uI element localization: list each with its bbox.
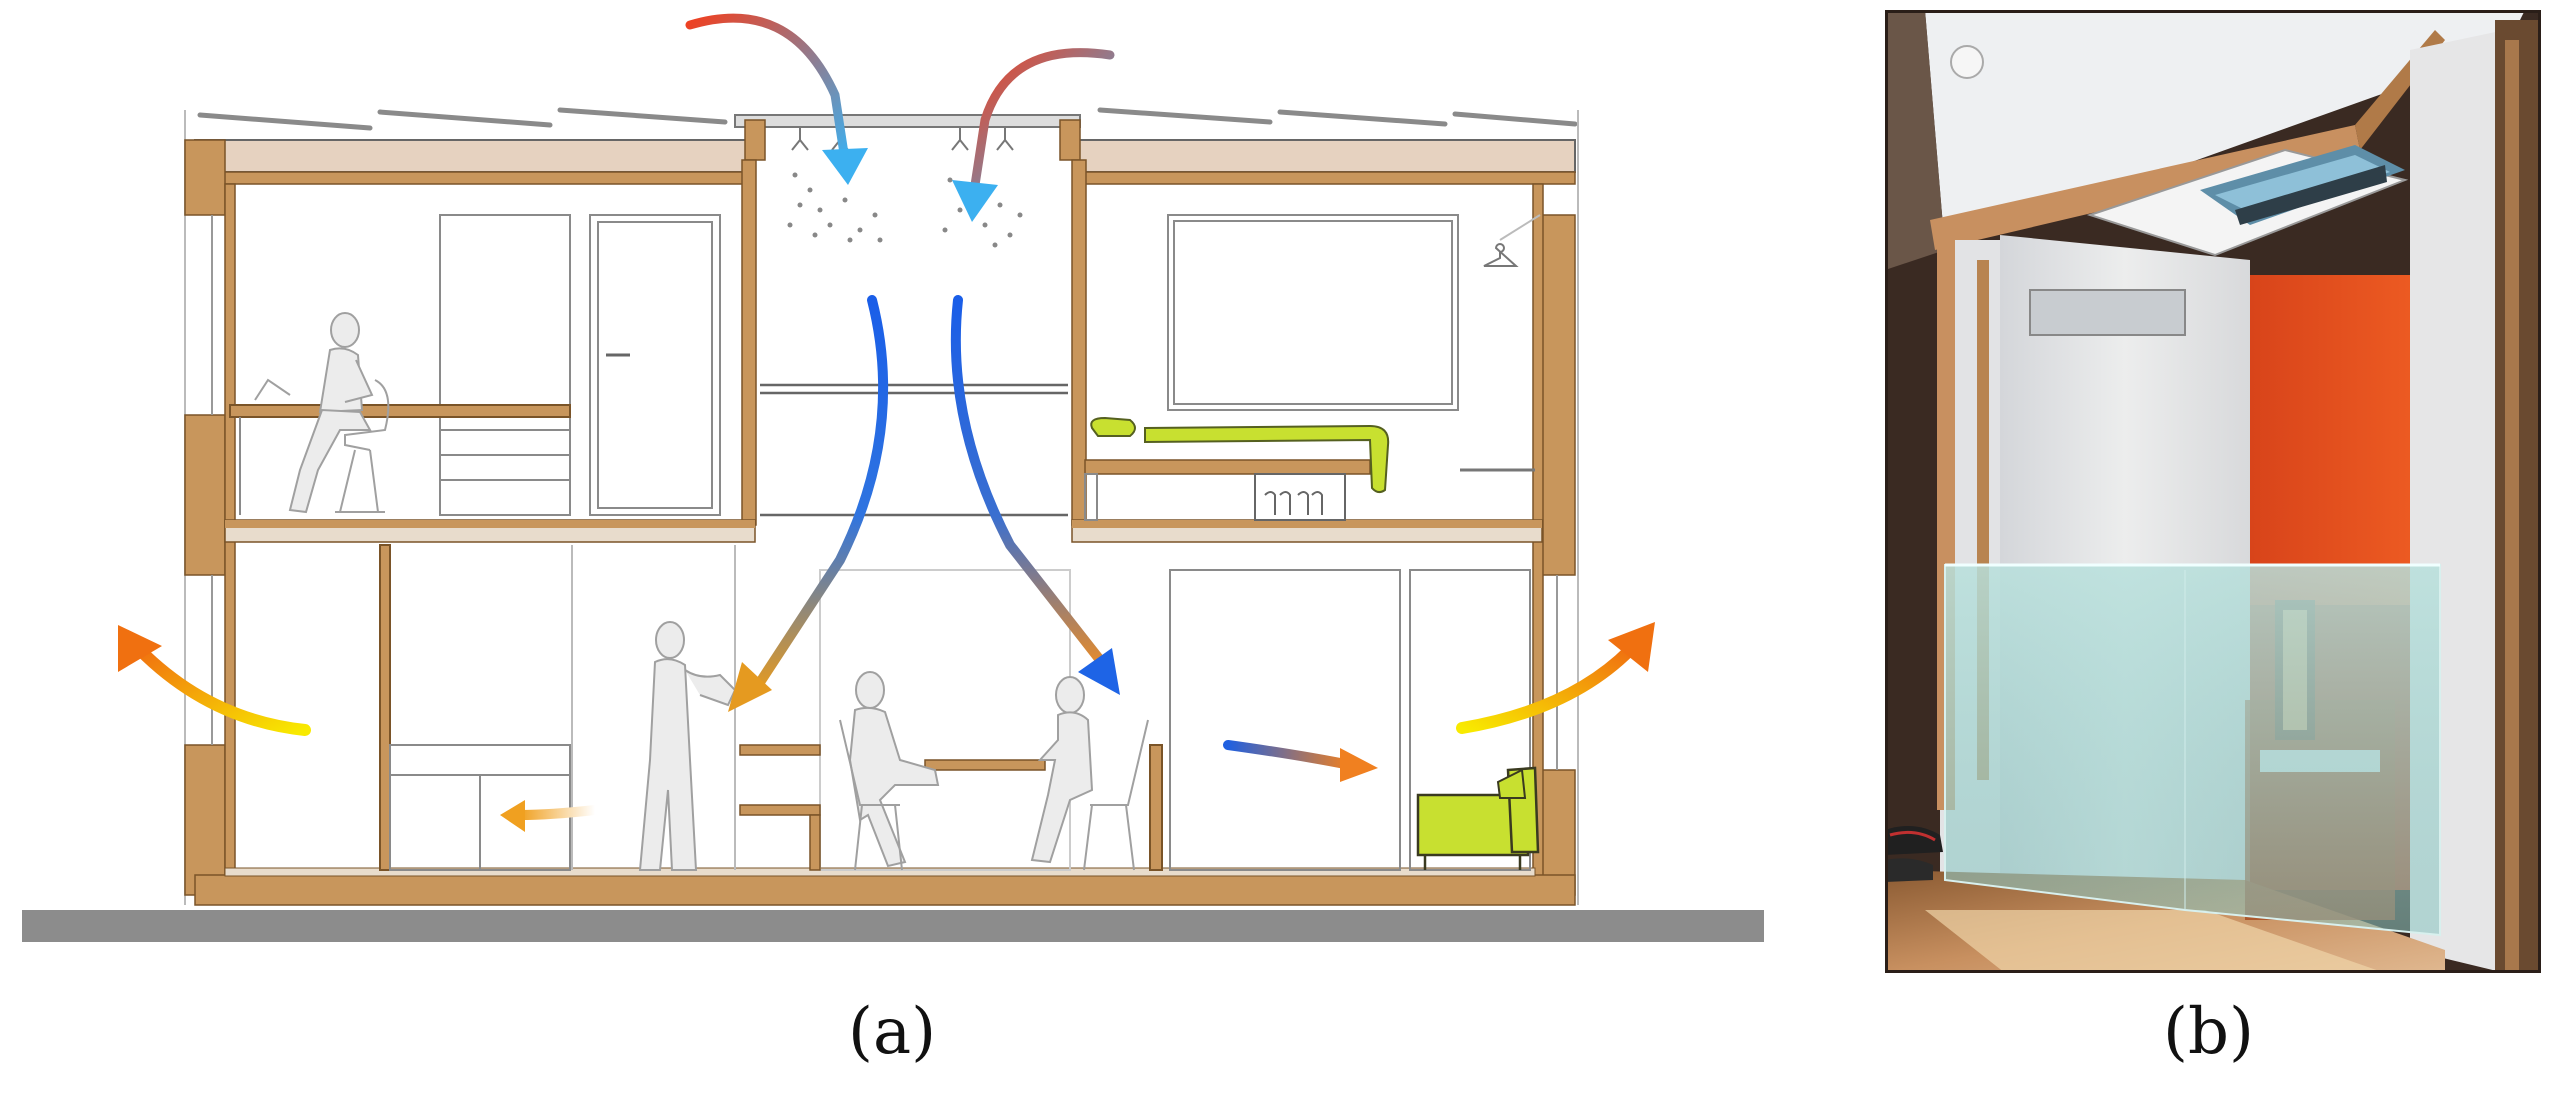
upper-right-room xyxy=(1167,214,1541,472)
roof-slab xyxy=(194,114,1576,185)
sunshade-louver-icon xyxy=(197,107,1578,131)
ground-floor-slab xyxy=(194,874,1576,906)
person-silhouette-icon xyxy=(638,621,737,871)
shoe-rack-icon xyxy=(1254,473,1346,521)
section-diagram xyxy=(22,13,1764,942)
cool-air-side-arrow xyxy=(500,800,600,832)
chair-icon xyxy=(335,379,390,513)
caption-b: (b) xyxy=(2163,995,2254,1069)
chair-icon xyxy=(839,719,1149,871)
armchair-icon xyxy=(1416,766,1540,870)
atrium-void xyxy=(760,383,1068,517)
shoes-icon xyxy=(1885,826,1943,882)
interior-photo xyxy=(1885,10,2541,973)
bed xyxy=(1084,416,1390,521)
ground-slab xyxy=(22,910,1764,942)
coat-hanger-icon xyxy=(1483,243,1519,267)
upper-left-room xyxy=(229,214,721,516)
warm-air-exhaust-arrow xyxy=(118,625,311,736)
misting-nozzle-icon xyxy=(791,128,1014,151)
exterior-walls xyxy=(184,139,1576,905)
warm-air-exhaust-arrow xyxy=(1456,622,1655,734)
person-silhouette-icon xyxy=(254,312,374,514)
ground-floor-partitions xyxy=(379,544,1531,871)
atrium-walls xyxy=(741,159,1087,526)
mist-droplets xyxy=(787,172,1023,248)
cool-air-downdraft-arrow xyxy=(728,295,889,712)
person-silhouette-icon xyxy=(848,671,1094,868)
cool-air-side-arrow xyxy=(1223,740,1378,782)
dining-table xyxy=(924,759,1046,771)
caption-a: (a) xyxy=(848,995,937,1069)
cool-air-downdraft-arrow xyxy=(950,295,1120,695)
clerestory-window xyxy=(2029,289,2186,336)
ceiling-vent-icon xyxy=(1950,45,1984,79)
upper-floor-slab xyxy=(224,519,1543,543)
hot-air-inflow-arrow xyxy=(685,13,868,185)
timber-beam xyxy=(1930,125,2360,250)
orange-feature-wall xyxy=(2250,275,2410,605)
glass-balustrade xyxy=(1944,564,2441,937)
ground-floor-stair xyxy=(739,744,821,871)
hot-air-inflow-arrow xyxy=(952,48,1115,222)
